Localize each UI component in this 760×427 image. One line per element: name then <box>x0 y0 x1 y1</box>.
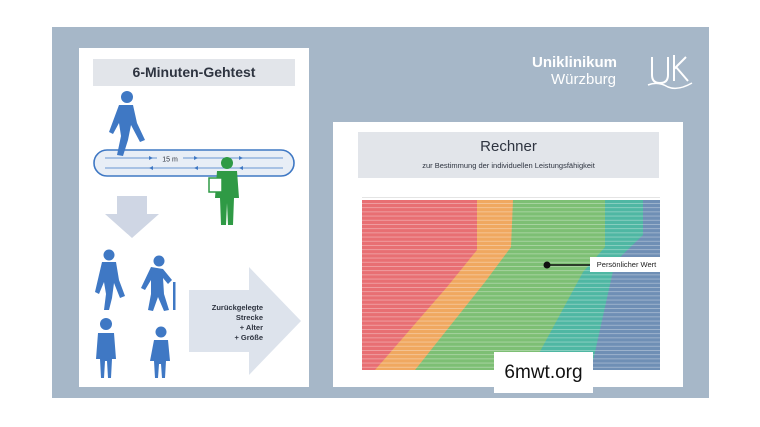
criteria-height: + Größe <box>234 333 263 342</box>
chart-stripe <box>362 295 660 297</box>
chart-stripe <box>362 303 660 305</box>
chart-stripe <box>362 253 660 255</box>
criteria-distance: Zurückgelegte <box>211 303 263 312</box>
chart-stripe <box>362 236 660 238</box>
zone-red <box>362 200 477 370</box>
performance-zone-chart <box>362 197 660 370</box>
chart-stripe <box>362 299 660 301</box>
logo-city: Würzburg <box>551 71 617 88</box>
right-arrow-icon <box>189 267 301 375</box>
chart-stripe <box>362 203 660 204</box>
chart-stripe <box>362 350 660 351</box>
infographic-frame: 15 m <box>52 27 709 398</box>
walking-person-icon <box>109 91 145 156</box>
chart-stripe <box>362 312 660 314</box>
zone-bands <box>362 200 660 370</box>
examiner-icon <box>208 157 239 225</box>
calculator-header: Rechner zur Bestimmung der individuellen… <box>358 132 659 178</box>
walking-track <box>93 149 295 177</box>
chart-stripe <box>362 337 660 339</box>
chart-stripe <box>362 278 660 280</box>
chart-stripe <box>362 270 660 272</box>
logo-name: Uniklinikum <box>532 54 618 71</box>
down-arrow-icon <box>105 196 159 238</box>
website-label: 6mwt.org <box>494 352 593 393</box>
calculator-subtitle: zur Bestimmung der individuellen Leistun… <box>422 161 595 170</box>
calculator-title: Rechner <box>480 138 537 155</box>
criteria-list: Zurückgelegte Strecke + Alter + Größe <box>193 303 263 343</box>
calculator-panel: Rechner zur Bestimmung der individuellen… <box>333 122 683 393</box>
chart-stripe <box>362 211 660 213</box>
uniklinikum-logo: Uniklinikum Würzburg <box>532 51 697 96</box>
chart-stripe <box>362 329 660 330</box>
tall-person-icon <box>96 318 116 378</box>
chart-stripe <box>362 232 660 234</box>
chart-stripe <box>362 345 660 347</box>
ukw-logo-mark-icon <box>647 55 693 90</box>
chart-stripe <box>362 324 660 326</box>
criteria-distance-2: Strecke <box>235 313 263 322</box>
chart-stripe <box>362 240 660 242</box>
adult-walking-icon <box>95 249 125 310</box>
chart-stripe <box>362 333 660 335</box>
walk-test-title: 6-Minuten-Gehtest <box>93 59 295 86</box>
criteria-age: + Alter <box>239 323 263 332</box>
chart-stripe <box>362 282 660 284</box>
chart-stripe <box>362 320 660 322</box>
chart-stripe <box>362 215 660 217</box>
chart-stripe <box>362 291 660 293</box>
chart-stripe <box>362 316 660 318</box>
chart-stripe <box>362 219 660 221</box>
chart-stripe <box>362 224 660 225</box>
chart-stripe <box>362 249 660 251</box>
walk-test-panel: 15 m <box>79 48 309 387</box>
chart-stripe <box>362 287 660 288</box>
elderly-walking-icon <box>141 255 176 311</box>
chart-stripe <box>362 266 660 267</box>
chart-stripes <box>362 203 660 368</box>
chart-stripe <box>362 228 660 230</box>
chart-stripe <box>362 341 660 343</box>
person-group-icons <box>95 249 176 378</box>
chart-stripe <box>362 245 660 246</box>
chart-stripe <box>362 207 660 209</box>
chart-stripe <box>362 261 660 263</box>
short-person-icon <box>150 326 170 378</box>
chart-stripe <box>362 308 660 309</box>
clipboard-icon <box>208 177 223 193</box>
distance-label: 15 m <box>162 157 178 164</box>
track-arrows <box>149 156 243 170</box>
personal-value-label: Persönlicher Wert <box>590 257 663 272</box>
personal-value-dot <box>543 261 551 269</box>
chart-stripe <box>362 274 660 276</box>
walk-test-illustration: 15 m <box>93 91 301 378</box>
chart-stripe <box>362 257 660 259</box>
